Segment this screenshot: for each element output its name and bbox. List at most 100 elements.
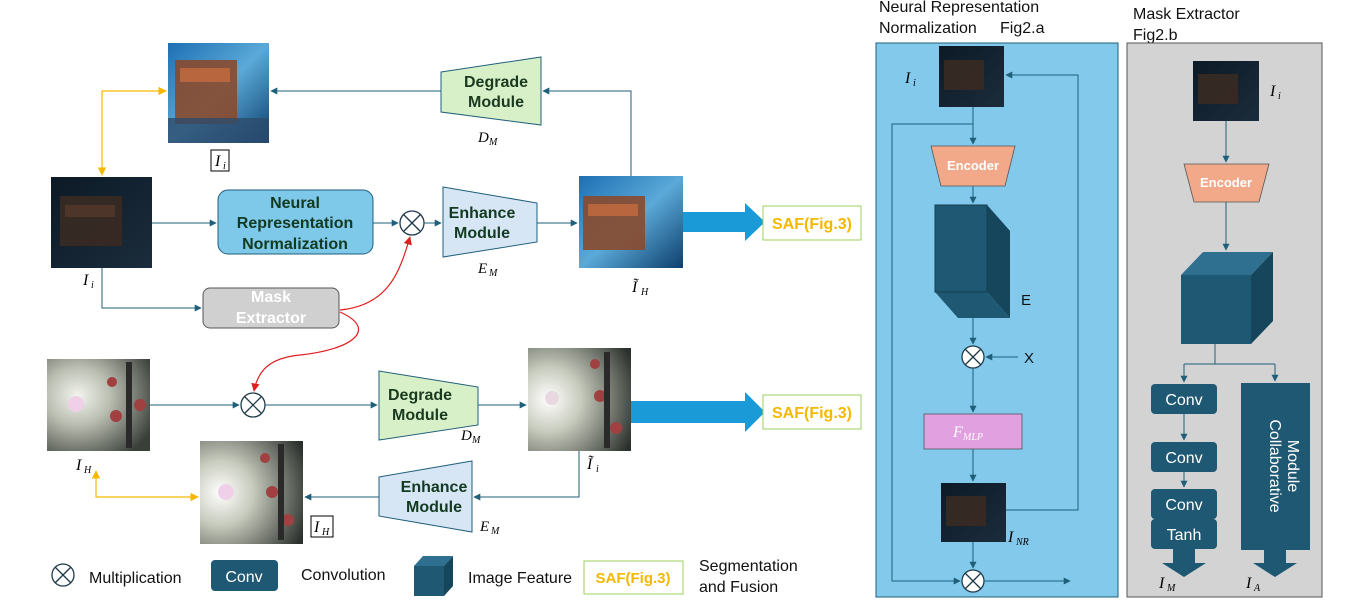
image-enhanced-output: [579, 176, 683, 268]
fig2b-connectors: [1180, 121, 1279, 488]
fig2a-ii-label: I: [904, 70, 911, 87]
fig2a-encoder-label: Encoder: [947, 158, 999, 173]
image-degraded-output: [528, 348, 631, 451]
label-ih-restored: I: [313, 519, 320, 536]
legend-conv-box: [211, 560, 278, 591]
legend-saf-label: SAF(Fig.3): [596, 570, 671, 587]
fig2a-x-label: X: [1024, 350, 1034, 367]
fig2a-feature-cube: [934, 204, 1010, 318]
degrade-module-bottom: [378, 370, 479, 441]
saf-bottom-label: SAF(Fig.3): [772, 405, 852, 422]
fig2b-title-line1: Mask Extractor: [1133, 6, 1240, 23]
fig2b-tanh-label: Tanh: [1167, 527, 1202, 544]
label-i-input: I: [82, 272, 89, 289]
fig2b-im-sub: M: [1166, 583, 1176, 594]
nrn-line3: Normalization: [242, 236, 348, 253]
fig2a-connectors: [891, 71, 1079, 585]
multiply-node-bottom: [240, 392, 266, 418]
fig2a-multiply-node: [961, 345, 985, 369]
fig2b-input-image: [1193, 61, 1259, 121]
fig2b-im-label: I: [1158, 575, 1165, 592]
degrade-bottom-line2: Module: [392, 407, 448, 424]
legend-image-feature: Image Feature: [468, 570, 572, 587]
enhance-module-top: [442, 186, 538, 258]
image-input-dark: [51, 177, 152, 268]
label-ih-tilde: Ĩ: [631, 278, 639, 296]
dm-bottom: D: [460, 428, 472, 444]
fig2a-input-image: [939, 46, 1004, 107]
saf-top-label: SAF(Fig.3): [772, 216, 852, 233]
fig2b-tanh: [1151, 519, 1217, 549]
label-ih-sub: H: [83, 465, 92, 476]
fig2a-multiply-node-bottom: [961, 569, 985, 593]
degrade-top-line2: Module: [468, 94, 524, 111]
enhance-module-bottom: [378, 460, 473, 533]
legend-multiply-icon: [51, 563, 75, 587]
legend-seg-line2: and Fusion: [699, 579, 778, 596]
fig2b-conv-1: [1151, 384, 1217, 414]
fig2b-conv-3: [1151, 489, 1217, 519]
fig2b-encoder-label: Encoder: [1200, 175, 1252, 190]
label-i-top: I: [214, 153, 221, 170]
fig2a-nr-sub: NR: [1015, 537, 1029, 548]
nrn-module: [217, 189, 374, 255]
fig2b-collab-label-a: Collaborative: [1266, 419, 1283, 512]
fig2b-conv-3-label: Conv: [1165, 497, 1202, 514]
mask-line2: Extractor: [236, 310, 306, 327]
dm-top-sub: M: [488, 137, 498, 148]
fig2b-conv-2-label: Conv: [1165, 450, 1202, 467]
fig2a-title-line1: Neural Representation: [879, 0, 1039, 16]
fig2b-feature-cube: [1181, 252, 1273, 344]
enhance-bottom-line1: Enhance: [401, 479, 468, 496]
degrade-top-line1: Degrade: [464, 74, 528, 91]
em-top-sub: M: [488, 268, 498, 279]
fig2a-nr-image: [941, 483, 1006, 542]
legend-feature-icon: [414, 556, 453, 596]
legend-convolution: Convolution: [301, 567, 386, 584]
enhance-bottom-line2: Module: [406, 499, 462, 516]
saf-box-bottom: [762, 394, 862, 430]
degrade-module-top: [440, 56, 542, 126]
fig2a-mlp: [923, 413, 1023, 450]
fig2b-ia-label: I: [1245, 575, 1252, 592]
big-arrow-bottom: [631, 392, 765, 432]
image-hq: [47, 359, 150, 451]
enhance-top-line2: Module: [454, 225, 510, 242]
nrn-line1: Neural: [270, 195, 320, 212]
em-bottom: E: [479, 519, 489, 535]
fig2b-encoder: [1183, 163, 1270, 203]
label-ih-tilde-sub: H: [640, 287, 649, 298]
fig2b-collab: [1241, 383, 1310, 550]
label-i-top-sub: i: [223, 161, 226, 172]
connectors-pair: [91, 86, 199, 502]
fig2a-ii-sub: i: [913, 78, 916, 89]
fig2a-tag: Fig2.a: [1000, 20, 1045, 37]
label-ii-tilde-sub: i: [596, 464, 599, 475]
legend-saf-box: [583, 560, 684, 595]
mask-extractor: [202, 287, 340, 329]
fig2a-feature-label: E: [1021, 292, 1031, 309]
label-box-i-top: [210, 149, 230, 172]
dm-top: D: [477, 130, 489, 146]
fig2b-title-line2: Fig2.b: [1133, 27, 1178, 44]
fig2a-mlp-label: F: [952, 424, 963, 441]
enhance-top-line1: Enhance: [449, 205, 516, 222]
legend-multiplication: Multiplication: [89, 570, 181, 587]
fig2b-collab-label-b: Module: [1284, 440, 1301, 493]
fig2b-ia-sub: A: [1253, 583, 1261, 594]
legend-seg-line1: Segmentation: [699, 558, 798, 575]
multiply-node-top: [399, 210, 425, 236]
degrade-bottom-line1: Degrade: [388, 387, 452, 404]
fig2b-ii-sub: i: [1278, 91, 1281, 102]
fig2b-out-arrow-a: [1253, 550, 1297, 577]
fig2a-nr-label: I: [1007, 529, 1014, 546]
label-ih-restored-sub: H: [321, 527, 330, 538]
nrn-line2: Representation: [237, 215, 353, 232]
connectors-main: [101, 87, 632, 501]
dm-bottom-sub: M: [471, 435, 481, 446]
label-i-input-sub: i: [91, 280, 94, 291]
fig2a-mlp-sub: MLP: [962, 432, 983, 443]
em-bottom-sub: M: [490, 526, 500, 537]
fig2b-out-arrow-m: [1162, 549, 1206, 577]
label-box-ih-restored: [310, 515, 334, 538]
